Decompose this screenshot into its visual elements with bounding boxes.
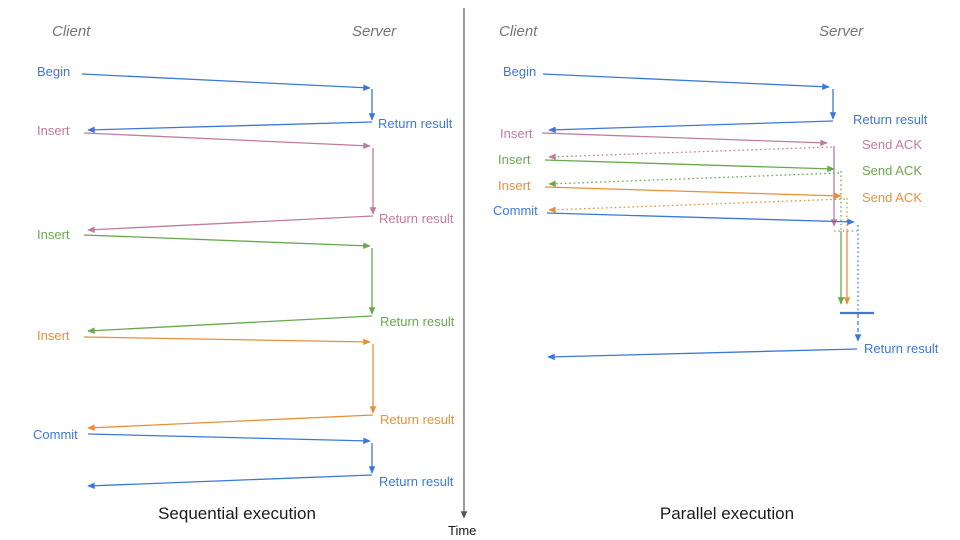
seq-commit-return-arrow: [87, 474, 373, 490]
seq-caption: Sequential execution: [158, 504, 316, 523]
seq-begin-response-label: Return result: [378, 116, 453, 131]
seq-client-header: Client: [52, 23, 91, 40]
par-insert3-ack-label: Send ACK: [862, 190, 922, 205]
seq-insert2-return-arrow: [87, 315, 373, 334]
seq-insert2-request-arrow: [83, 234, 371, 250]
par-insert1-label: Insert: [500, 126, 533, 141]
par-insert3-label: Insert: [498, 178, 531, 193]
par-begin-label: Begin: [503, 64, 537, 79]
seq-commit-label: Commit: [33, 427, 78, 442]
par-insert3-request-arrow: [544, 186, 842, 200]
time-axis-label: Time: [448, 523, 477, 538]
seq-commit-request-arrow: [87, 433, 371, 445]
par-begin-response-label: Return result: [853, 112, 928, 127]
par-insert1-ack-arrow: [548, 146, 833, 161]
seq-insert1-request-arrow: [83, 132, 371, 149]
par-insert2-request-arrow: [544, 159, 835, 173]
seq-insert2-response-label: Return result: [380, 314, 455, 329]
seq-server-header: Server: [352, 23, 397, 40]
seq-insert1-label: Insert: [37, 123, 70, 138]
par-insert2-ack-arrow: [548, 172, 840, 188]
seq-insert3-label: Insert: [37, 328, 70, 343]
par-commit-label: Commit: [493, 203, 538, 218]
par-insert1-request-arrow: [541, 132, 828, 147]
par-commit-request-arrow: [546, 212, 855, 226]
seq-insert1-response-label: Return result: [379, 211, 454, 226]
par-commit-response-label: Return result: [864, 341, 939, 356]
par-insert1-ack-label: Send ACK: [862, 137, 922, 152]
seq-insert3-response-label: Return result: [380, 412, 455, 427]
par-caption: Parallel execution: [659, 504, 795, 523]
seq-commit-response-label: Return result: [379, 474, 454, 489]
par-client-header: Client: [499, 23, 538, 40]
par-begin-return-arrow: [548, 120, 834, 134]
par-commit-return-arrow: [547, 348, 858, 361]
seq-insert3-request-arrow: [83, 336, 371, 346]
par-insert2-label: Insert: [498, 152, 531, 167]
seq-insert1-return-arrow: [87, 215, 374, 233]
par-insert3-ack-arrow: [548, 198, 846, 214]
par-begin-request-arrow: [542, 73, 830, 90]
seq-begin-return-arrow: [87, 121, 373, 134]
seq-insert2-label: Insert: [37, 227, 70, 242]
seq-begin-request-arrow: [81, 73, 371, 91]
seq-insert3-return-arrow: [87, 414, 374, 431]
seq-begin-label: Begin: [37, 64, 71, 79]
par-server-header: Server: [819, 23, 864, 40]
par-insert2-ack-label: Send ACK: [862, 163, 922, 178]
